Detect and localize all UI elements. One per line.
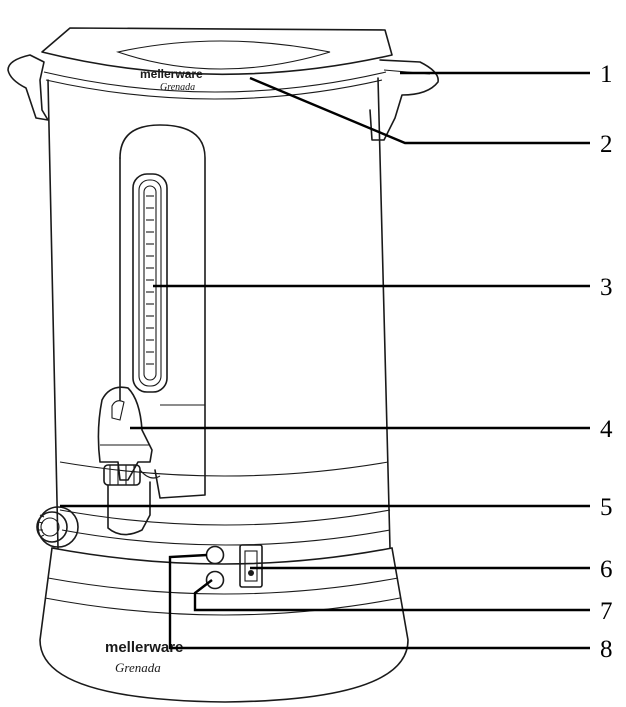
callout-numbers: 1 2 3 4 5 6 7 8 [600,61,613,663]
thermostat-knob [36,506,79,548]
base-logo-script: Grenada [115,660,161,675]
water-level-gauge [119,124,206,499]
urn-lid [41,27,393,100]
leader-lines [60,71,590,650]
urn-base [39,547,409,703]
callout-4: 4 [600,416,613,443]
leader-7 [193,579,590,612]
callout-3: 3 [600,274,613,301]
base-logo-text: mellerware [105,639,183,656]
indicator-light-upper [205,545,225,565]
callout-7: 7 [600,598,613,625]
callout-6: 6 [600,556,613,583]
indicator-light-lower [205,570,225,590]
lid-logo-script: Grenada [160,82,195,93]
lid-logo-text: mellerware [140,67,203,81]
tap [97,386,161,536]
callout-1: 1 [600,61,613,88]
urn-handle [7,54,439,141]
callout-2: 2 [600,131,613,158]
power-switch [239,544,263,588]
leader-8 [168,553,590,650]
leader-2 [249,76,590,145]
callout-8: 8 [600,636,613,663]
urn-body [47,77,391,549]
callout-5: 5 [600,494,613,521]
